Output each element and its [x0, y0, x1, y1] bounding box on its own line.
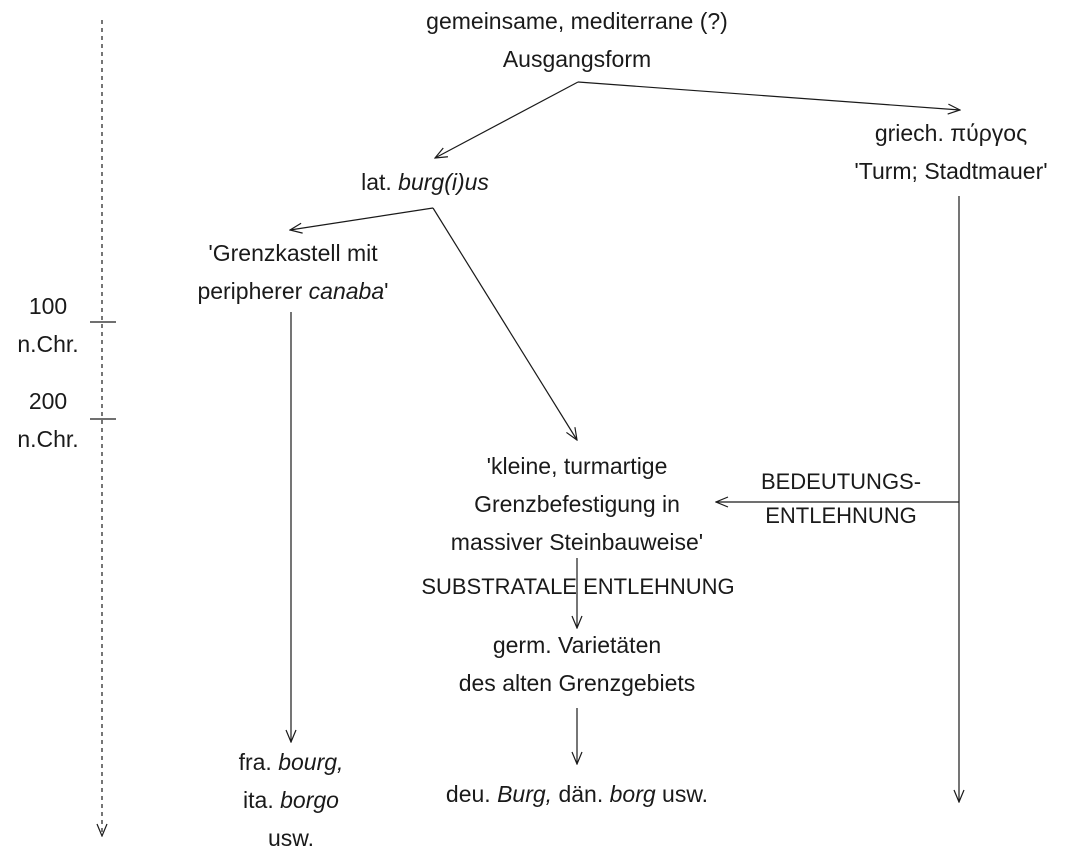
- latin-word: burg(i)us: [398, 169, 489, 195]
- timeline-label-100: 100 n.Chr.: [8, 287, 88, 363]
- romance-line1: fra. bourg,: [196, 743, 386, 781]
- arrow-source-greek: [577, 81, 960, 110]
- source-line1: gemeinsame, mediterrane (?): [426, 8, 728, 34]
- node-romance: fra. bourg, ita. borgo usw.: [196, 743, 386, 857]
- german-borg: borg: [609, 781, 656, 807]
- timeline-100-unit: n.Chr.: [17, 331, 79, 357]
- romance-borgo: borgo: [280, 787, 339, 813]
- node-german: deu. Burg, dän. borg usw.: [377, 775, 777, 813]
- romance-line3: usw.: [267, 825, 315, 851]
- grenzkastell-line1: 'Grenzkastell mit: [208, 240, 378, 266]
- arrow-latin-kleine: [432, 207, 577, 440]
- node-latin: lat. burg(i)us: [300, 163, 550, 201]
- kleine-line1: 'kleine, turmartige: [486, 453, 668, 479]
- bedeutung-line2: ENTLEHNUNG: [765, 503, 917, 528]
- grenzkastell-line2-suffix: ': [384, 278, 389, 304]
- timeline-200-number: 200: [28, 388, 68, 414]
- arrow-latin-grenzkastell: [290, 207, 434, 230]
- romance-bourg: bourg,: [278, 749, 344, 775]
- label-substratal: SUBSTRATALE ENTLEHNUNG: [421, 574, 735, 599]
- source-line2: Ausgangsform: [502, 46, 652, 72]
- node-greek: griech. πύργος 'Turm; Stadtmauer': [820, 114, 1082, 190]
- node-kleine: 'kleine, turmartige Grenzbefestigung in …: [417, 447, 737, 561]
- arrow-source-latin: [435, 81, 579, 158]
- timeline-200-unit: n.Chr.: [17, 426, 79, 452]
- node-source: gemeinsame, mediterrane (?) Ausgangsform: [352, 2, 802, 78]
- german-burg: Burg,: [497, 781, 553, 807]
- romance-line2: ita. borgo: [196, 781, 386, 819]
- german-dan-prefix: dän.: [552, 781, 610, 807]
- greek-line1: griech. πύργος: [874, 120, 1028, 146]
- timeline-100-number: 100: [28, 293, 68, 319]
- romance-ita-prefix: ita.: [243, 787, 281, 813]
- timeline-label-200: 200 n.Chr.: [8, 382, 88, 458]
- node-grenzkastell: 'Grenzkastell mit peripherer canaba': [148, 234, 438, 310]
- grenzkastell-canaba: canaba: [308, 278, 385, 304]
- latin-prefix: lat.: [361, 169, 399, 195]
- germ-line1: germ. Varietäten: [492, 632, 662, 658]
- bedeutung-line1: BEDEUTUNGS-: [760, 469, 922, 494]
- german-usw: usw.: [655, 781, 709, 807]
- greek-line2: 'Turm; Stadtmauer': [854, 158, 1048, 184]
- node-germ: germ. Varietäten des alten Grenzgebiets: [417, 626, 737, 702]
- grenzkastell-line2-prefix: peripherer: [197, 278, 309, 304]
- kleine-line2: Grenzbefestigung in: [474, 491, 680, 517]
- germ-line2: des alten Grenzgebiets: [458, 670, 696, 696]
- romance-fra-prefix: fra.: [238, 749, 279, 775]
- german-deu-prefix: deu.: [445, 781, 498, 807]
- kleine-line3: massiver Steinbauweise': [450, 529, 704, 555]
- label-bedeutungsentlehnung: BEDEUTUNGS- ENTLEHNUNG: [746, 465, 936, 533]
- grenzkastell-line2: peripherer canaba': [148, 272, 438, 310]
